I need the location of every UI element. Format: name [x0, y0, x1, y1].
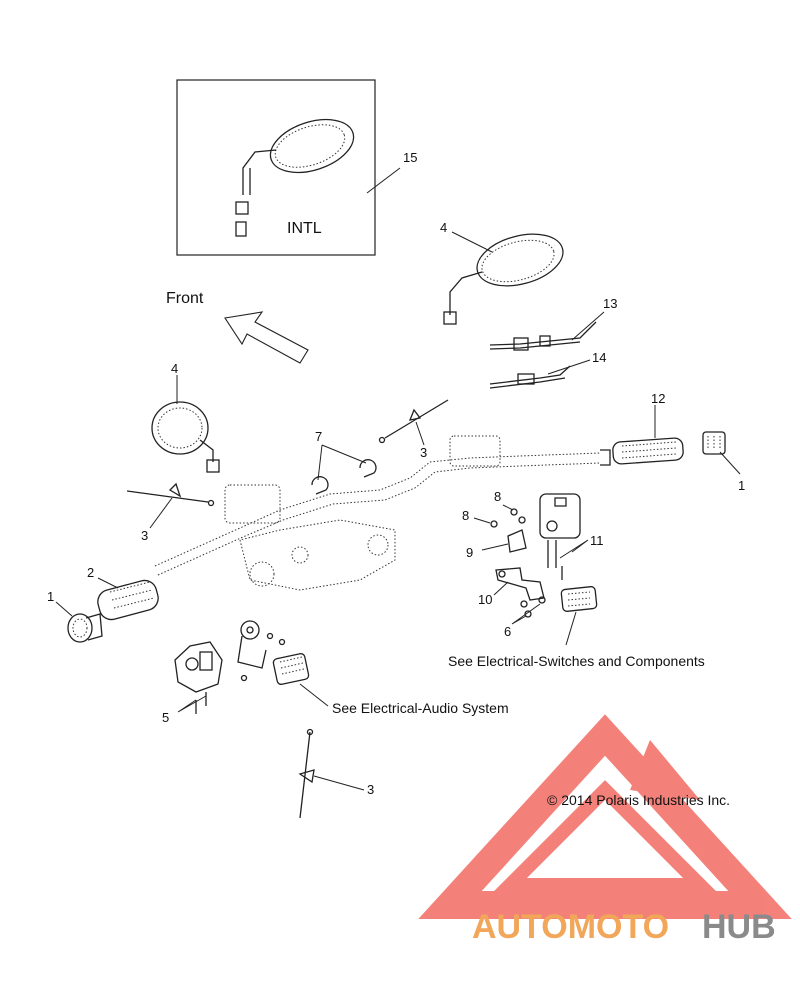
bracket-10-drawing [495, 567, 545, 601]
intl-mirror-drawing [235, 118, 355, 237]
switch-module-right-drawing [560, 586, 598, 612]
wire-clip-upper [378, 399, 449, 444]
callout-9: 9 [466, 545, 473, 560]
right-mirror-drawing [443, 233, 564, 325]
callout-3-bottom: 3 [367, 782, 374, 797]
left-grip-drawing [97, 579, 159, 621]
audio-module-drawing [272, 653, 310, 685]
right-switch-housing-drawing [539, 493, 581, 580]
callout-8-lower: 8 [462, 508, 469, 523]
callout-5: 5 [162, 710, 169, 725]
nuts-6-drawing [520, 596, 546, 618]
copyright-text: © 2014 Polaris Industries Inc. [547, 792, 730, 808]
throttle-cable-drawing [489, 365, 571, 389]
callout-4-left: 4 [171, 361, 178, 376]
callout-14: 14 [592, 350, 606, 365]
left-bar-end-drawing [67, 613, 103, 643]
callout-1-left: 1 [47, 589, 54, 604]
watermark-text-automoto: AUTOMOTO [472, 908, 669, 946]
note-audio: See Electrical-Audio System [332, 700, 509, 716]
screws-8-drawing [490, 508, 526, 528]
callout-11: 11 [590, 533, 604, 548]
callout-4-right: 4 [440, 220, 447, 235]
clutch-cable-drawing [489, 321, 597, 351]
callout-10: 10 [478, 592, 492, 607]
bracket-9-drawing [507, 529, 527, 553]
callout-3-upper: 3 [420, 445, 427, 460]
callout-8-upper: 8 [494, 489, 501, 504]
audio-bracket-drawing [237, 620, 286, 682]
callout-13: 13 [603, 296, 617, 311]
callout-6: 6 [504, 624, 511, 639]
intl-label: INTL [287, 220, 322, 237]
note-switches: See Electrical-Switches and Components [448, 653, 705, 669]
intl-inset-box [176, 79, 376, 256]
front-label: Front [166, 290, 204, 307]
callout-7: 7 [315, 429, 322, 444]
harness-clips-drawing [311, 459, 377, 495]
callout-12: 12 [651, 391, 665, 406]
callout-1-right: 1 [738, 478, 745, 493]
callout-2: 2 [87, 565, 94, 580]
wire-clip-left [126, 482, 215, 507]
callout-3-left: 3 [141, 528, 148, 543]
watermark-text-hub: HUB [702, 908, 776, 946]
handlebar-drawing [154, 435, 611, 591]
callout-15: 15 [403, 150, 417, 165]
wire-clip-bottom [298, 728, 315, 819]
watermark-logo [418, 714, 792, 919]
left-mirror-drawing [151, 401, 220, 473]
right-grip-drawing [612, 437, 684, 465]
left-switch-housing-drawing [174, 641, 223, 714]
front-arrow-icon [224, 311, 309, 364]
right-bar-end-drawing [702, 431, 726, 455]
